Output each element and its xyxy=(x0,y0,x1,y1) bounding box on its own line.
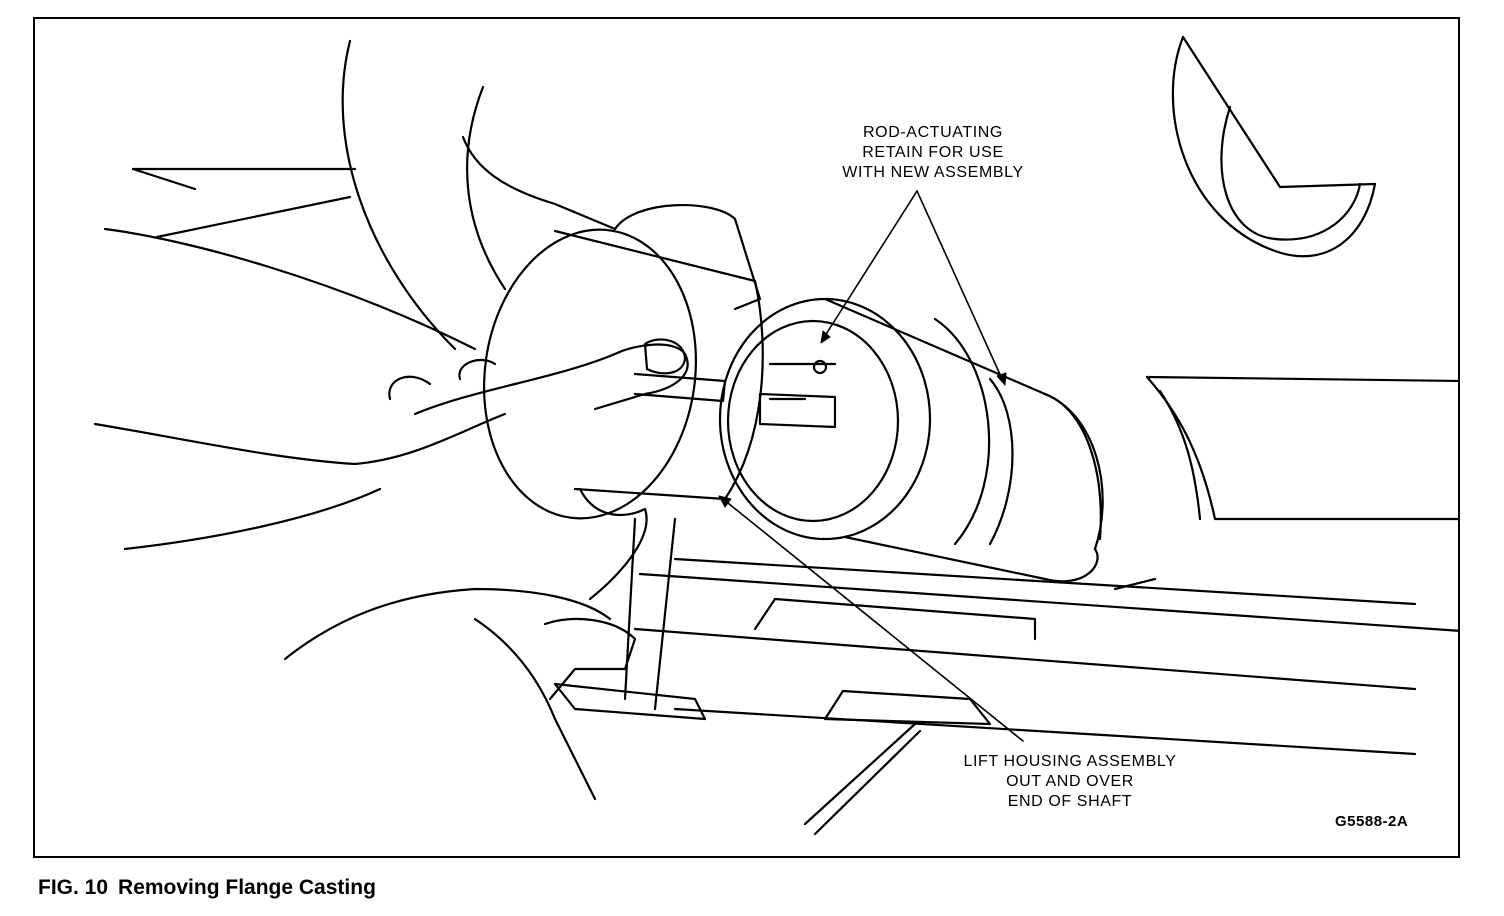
hand-knuckle-2 xyxy=(458,358,497,381)
flange-body xyxy=(553,229,764,501)
housing-step-2 xyxy=(988,377,1014,546)
figure-number: FIG. 10 xyxy=(38,876,109,899)
housing-body-bottom xyxy=(843,535,1099,583)
column-line-4 xyxy=(673,707,1417,756)
hand-thumbnail xyxy=(643,338,687,375)
leader-lift-arrow xyxy=(718,495,732,508)
column-line-2 xyxy=(638,572,1458,632)
dash-panel-edge xyxy=(1145,375,1458,521)
lower-plate-2 xyxy=(823,689,992,726)
steering-wheel-spoke xyxy=(131,167,357,191)
figure-frame: ROD-ACTUATING RETAIN FOR USE WITH NEW AS… xyxy=(33,17,1460,858)
housing-end-ring xyxy=(1043,392,1102,541)
figure-caption: FIG. 10 Removing Flange Casting xyxy=(38,876,376,900)
callout-line: ROD-ACTUATING xyxy=(863,124,1003,141)
flange-tab xyxy=(613,203,762,311)
hand-wrist xyxy=(123,487,382,551)
tilt-lever xyxy=(543,617,637,701)
hand-knuckle xyxy=(388,375,432,401)
knee-shape xyxy=(473,617,597,801)
callout-line: RETAIN FOR USE xyxy=(862,144,1004,161)
line-illustration xyxy=(93,35,1458,836)
housing-step xyxy=(933,317,991,546)
hand-palm xyxy=(93,412,507,466)
steering-wheel-spoke-2 xyxy=(155,195,352,239)
actuating-rod-hole xyxy=(812,359,828,375)
leader-rod-2 xyxy=(916,190,1004,382)
housing-front-inner xyxy=(726,319,900,523)
hand-lower-back xyxy=(283,587,612,661)
column-line-5 xyxy=(1113,577,1157,591)
callout-line: OUT AND OVER xyxy=(1006,773,1134,790)
dash-panel xyxy=(1145,375,1458,383)
figure-code: G5588-2A xyxy=(1335,813,1409,830)
callout-rod-actuating: ROD-ACTUATING RETAIN FOR USE WITH NEW AS… xyxy=(803,123,1063,183)
actuating-rod xyxy=(768,362,837,401)
leader-rod-1 xyxy=(822,190,918,340)
dash-vent-inner xyxy=(1220,105,1362,241)
column-line-1 xyxy=(673,557,1417,606)
flange-casting xyxy=(482,228,698,520)
callout-line: END OF SHAFT xyxy=(1007,793,1133,810)
callout-line: LIFT HOUSING ASSEMBLY xyxy=(963,753,1177,770)
hand-fingers-lower xyxy=(578,487,648,601)
figure-title: Removing Flange Casting xyxy=(118,876,376,899)
steering-wheel-rim xyxy=(341,39,457,351)
hand-forearm xyxy=(103,227,477,351)
dash-vent-edge xyxy=(1181,35,1377,189)
housing-body-top xyxy=(823,297,1104,551)
callout-line: WITH NEW ASSEMBLY xyxy=(842,164,1024,181)
flange-slot xyxy=(633,372,727,403)
leader-rod-arrow-2 xyxy=(996,372,1007,386)
lower-rod xyxy=(803,722,922,836)
steering-wheel-rim-inner xyxy=(466,85,507,291)
column-line-3 xyxy=(633,627,1417,691)
shaft xyxy=(758,392,837,429)
tilt-lever-handle xyxy=(553,682,707,721)
hand-thumb xyxy=(413,343,689,416)
dash-panel-edge-2 xyxy=(1158,389,1202,521)
callout-lift-housing: LIFT HOUSING ASSEMBLY OUT AND OVER END O… xyxy=(935,752,1205,812)
leader-lift xyxy=(722,498,1024,742)
tilt-lever-arm xyxy=(623,517,677,711)
steering-wheel-spoke-3 xyxy=(461,135,617,231)
dash-vent xyxy=(1171,35,1377,258)
leader-rod-arrow-1 xyxy=(820,330,831,344)
lower-plate xyxy=(753,597,1037,641)
